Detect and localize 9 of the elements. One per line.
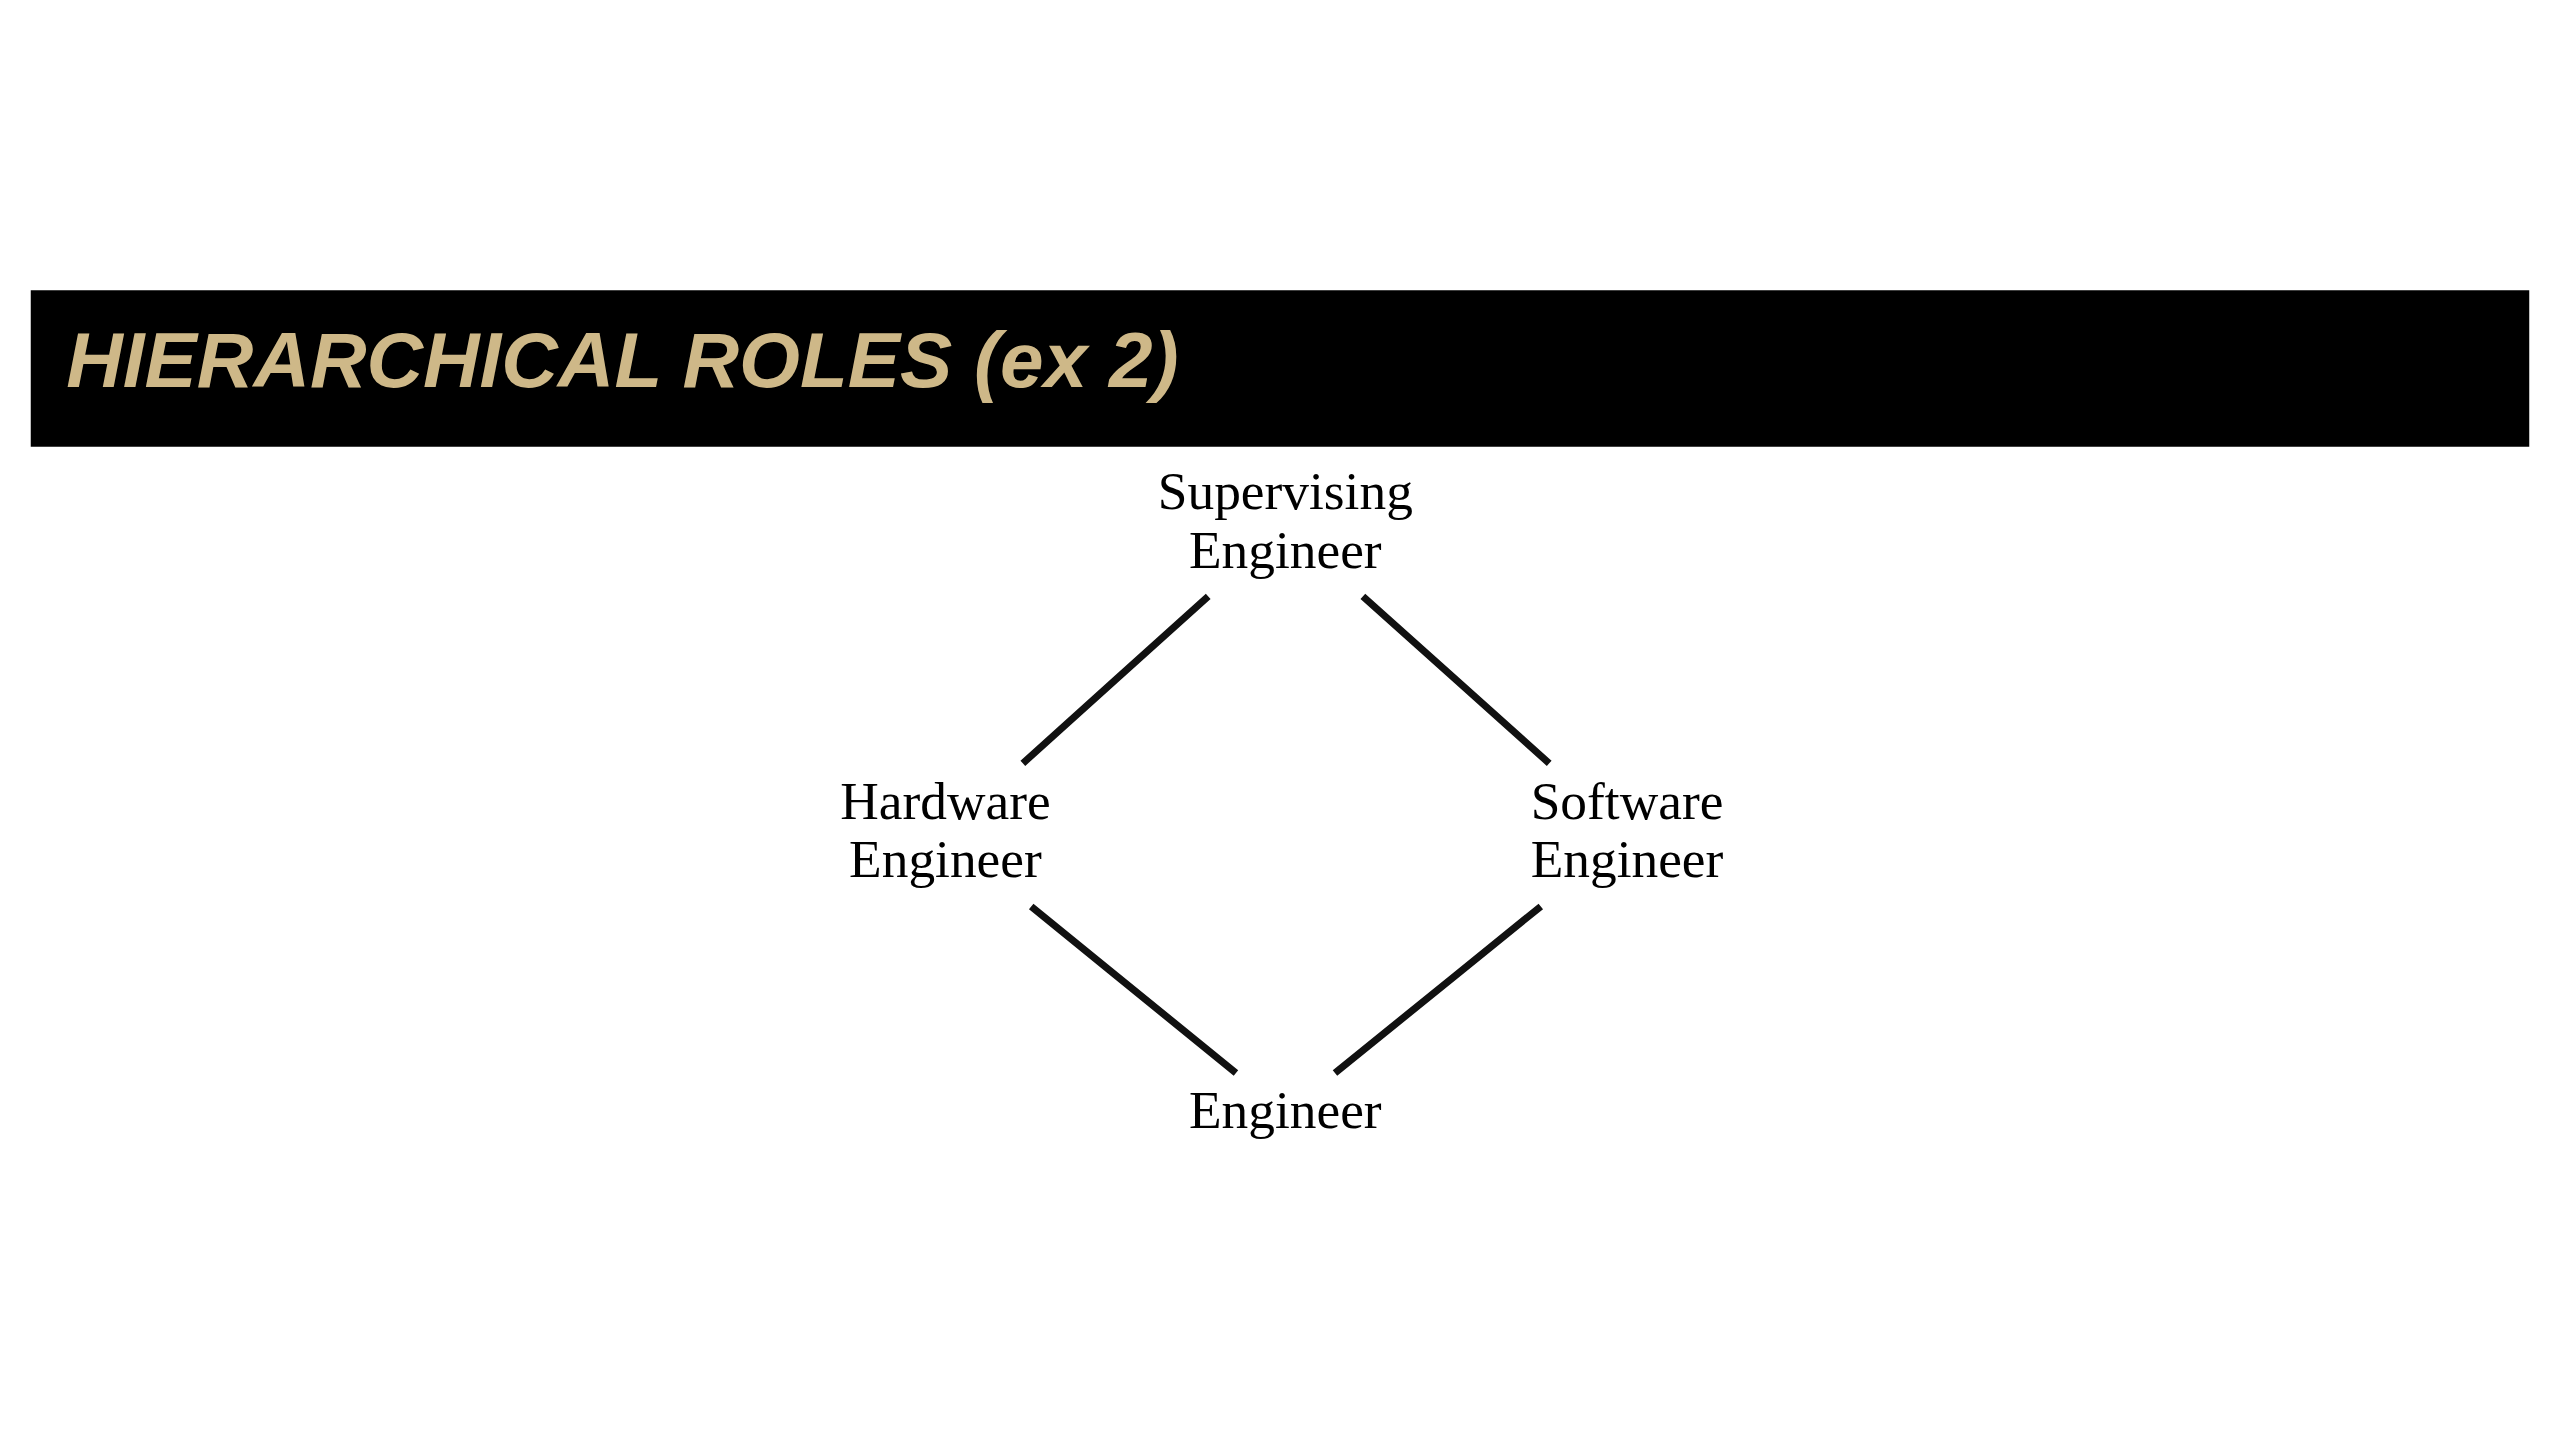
node-text: Engineer [1189,1080,1382,1141]
diagram-title: HIERARCHICAL ROLES (ex 2) [66,315,1179,404]
node-text: Supervising Engineer [1157,461,1413,580]
node-text: Software Engineer [1530,770,1724,890]
connector [1028,903,1239,1076]
node-text: Hardware Engineer [840,770,1051,890]
connector [1020,593,1211,766]
connector [1360,593,1552,766]
connector [1332,903,1544,1076]
